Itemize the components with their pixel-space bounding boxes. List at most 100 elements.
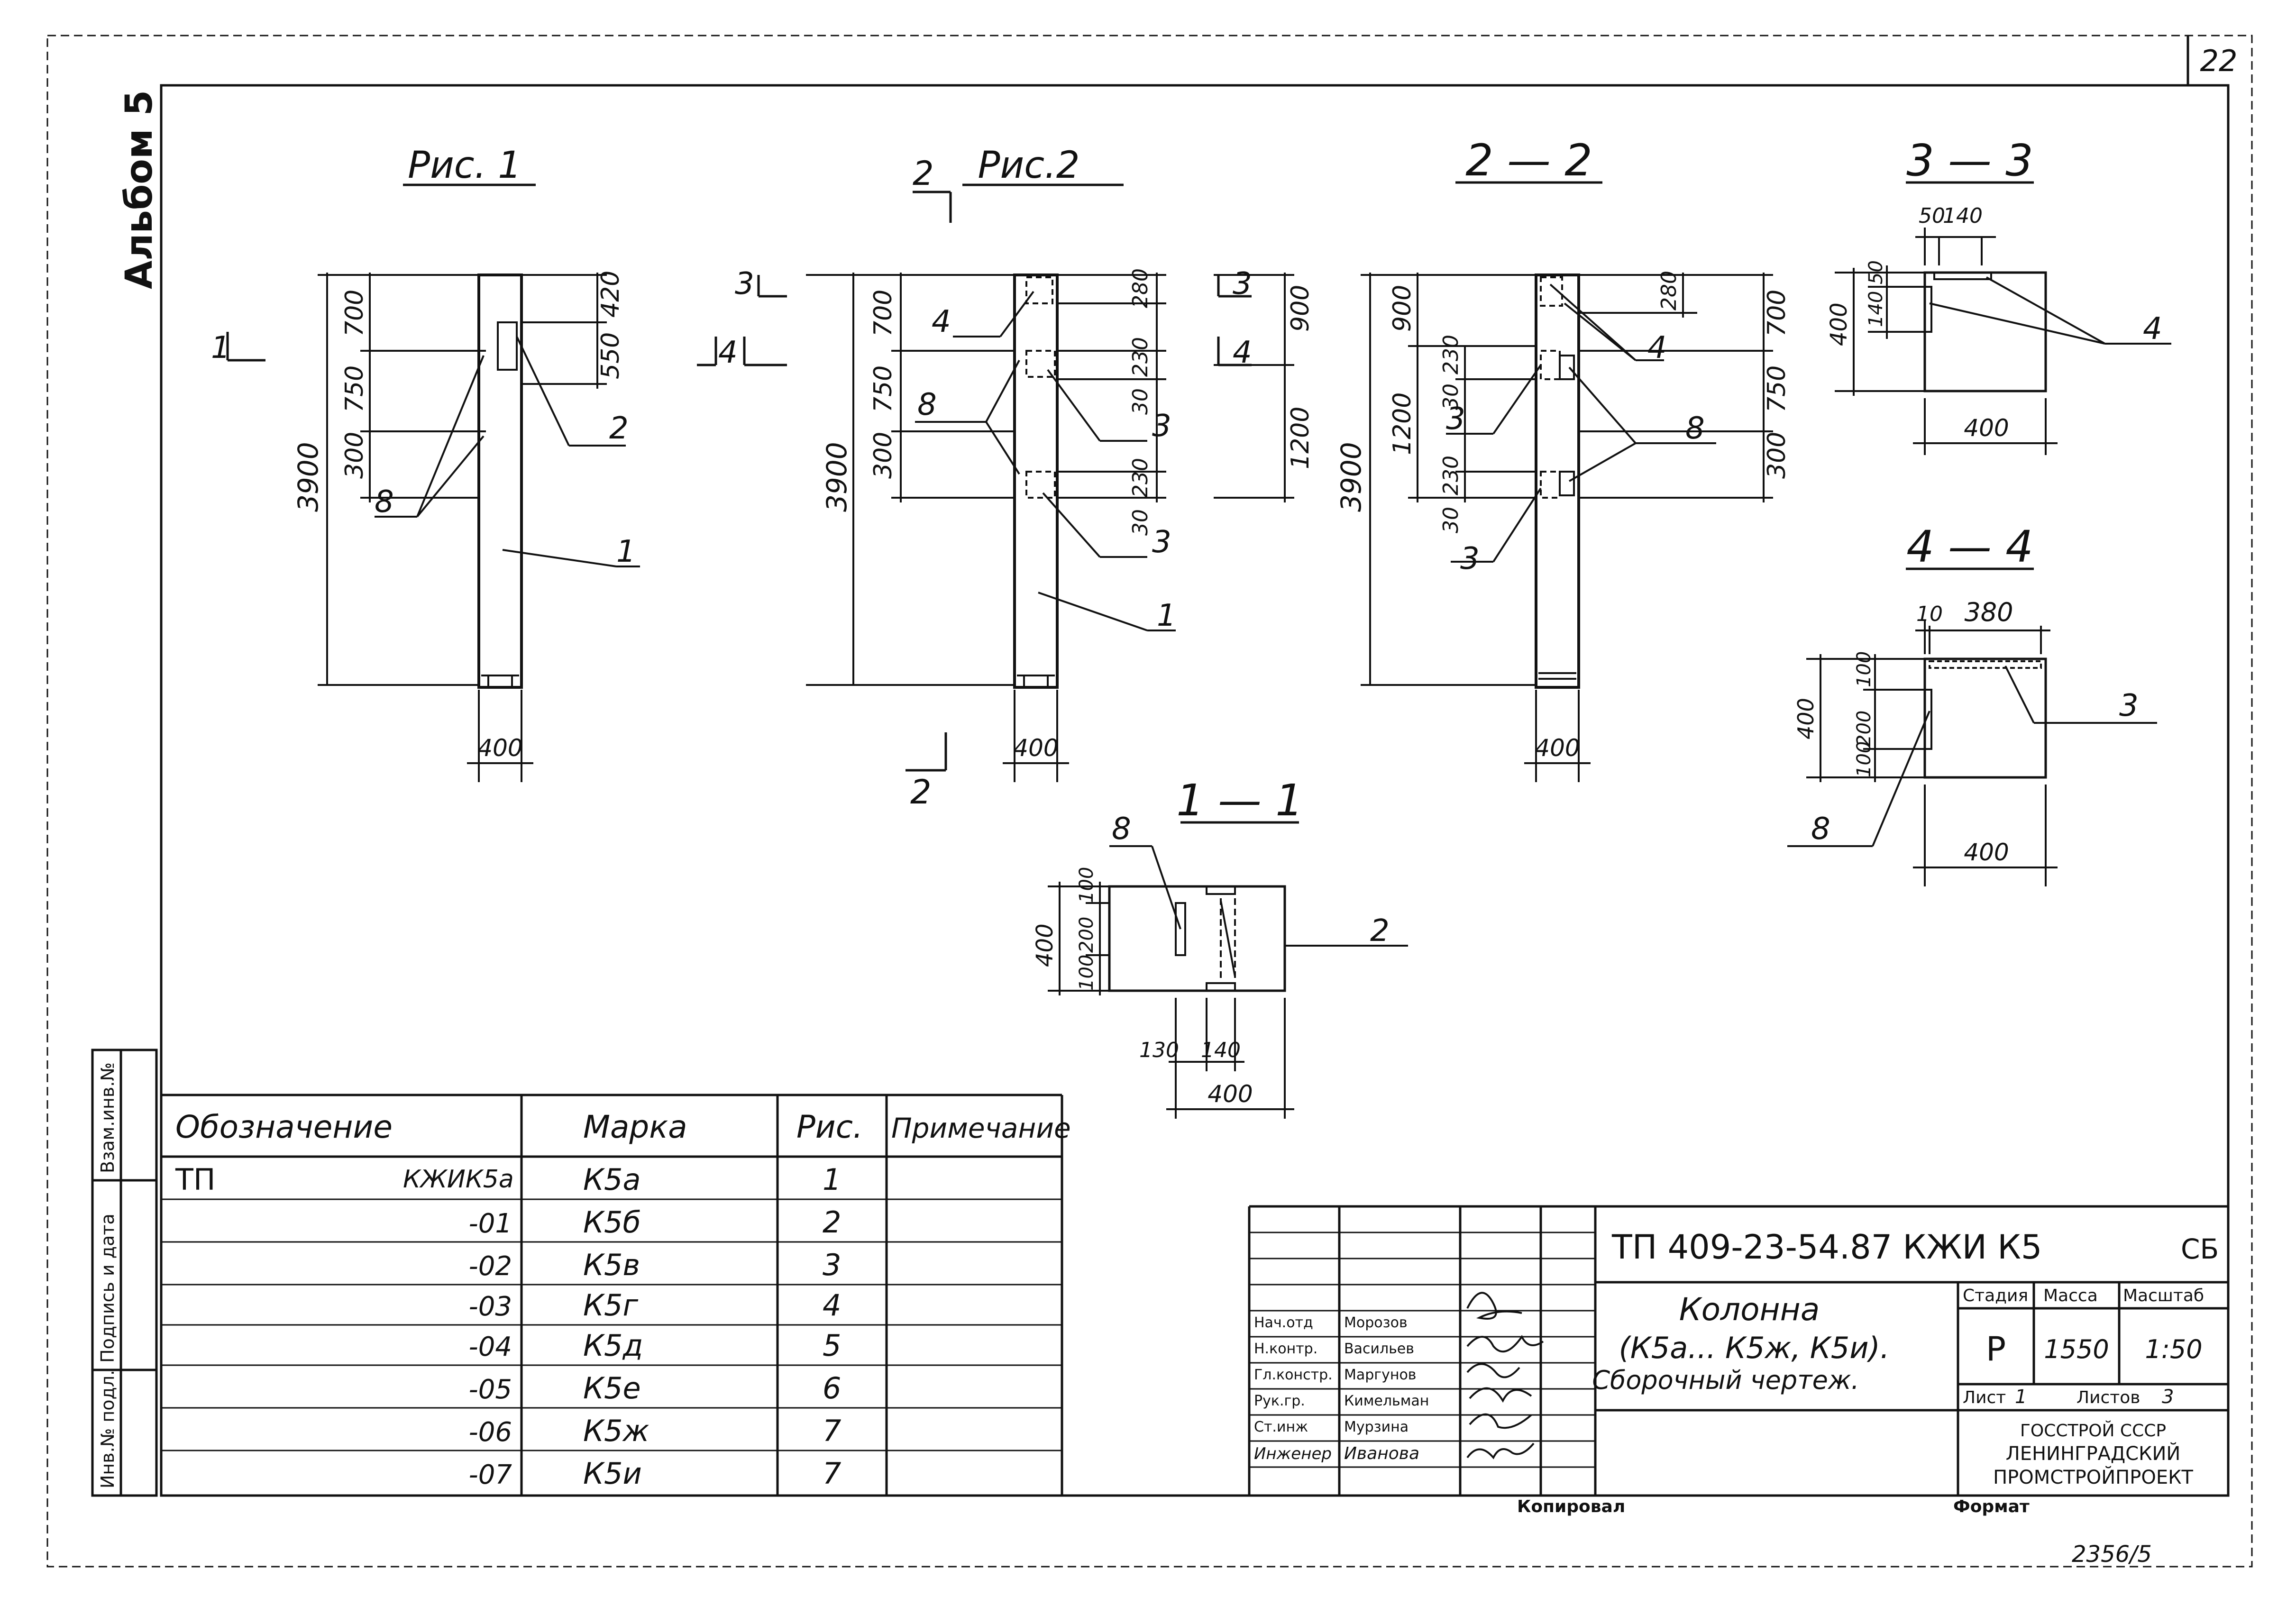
spec-row-7-fig: 7 [823,1456,841,1491]
fig1-column-outline [477,274,523,689]
side-stamp: Инв.№ подл. Подпись и дата Взам.инв.№ [91,1049,158,1497]
tb-staff-2-role: Гл.констр. [1254,1367,1333,1383]
s44-dim-left-2: 200 [1853,711,1875,747]
spec-row-7-mark: К5и [583,1456,642,1491]
fig1-section-mark: 1 [211,330,230,365]
tb-sheet: 1 [2015,1386,2027,1408]
s11-dim-left-2: 200 [1076,917,1098,953]
s11-callout-2: 2 [1370,913,1390,949]
s33-dim-left-1: 140 [1865,291,1887,327]
sheet-frame [46,35,2253,1568]
spec-row-3-designation: -03 [469,1291,512,1322]
s22-dim-right-2: 300 [1763,432,1791,479]
tb-staff-1-role: Н.контр. [1254,1341,1317,1357]
tb-sheets-label: Листов [2076,1388,2140,1407]
fig2-section-mark-3-left: 3 [735,266,754,301]
fig2-dim-inner-3: 230 [1128,458,1153,498]
s22-dim-left-1: 1200 [1388,392,1417,455]
spec-row-1-fig: 2 [823,1205,841,1240]
page-number: 22 [2200,44,2238,78]
s44-dim-width: 400 [1964,839,2009,866]
tb-staff-5-role: Инженер [1254,1444,1332,1463]
s22-dim-left-0: 900 [1388,285,1417,332]
s22-title: 2 — 2 [1465,135,1592,186]
s44-dim-left-1: 100 [1853,651,1875,687]
s33-dim-top-1: 140 [1943,204,1983,228]
spec-row-1-mark: К5б [583,1205,641,1240]
spec-row-4-designation: -04 [469,1332,512,1362]
fig2-callout-1: 1 [1157,598,1176,633]
s22-dim-top: 280 [1657,271,1681,310]
spec-table: Обозначение Марка Рис. Примечание ТП КЖИ… [161,1094,1071,1496]
s44-dim-top-1: 380 [1964,597,2013,627]
section-2-2: 2 — 2 [1335,135,1791,782]
fig2-dim-width: 400 [1013,734,1058,762]
tb-scale: 1:50 [2145,1334,2202,1364]
signature-marks [1466,1292,1544,1460]
s33-dim-width: 400 [1964,414,2009,442]
fig2-section-mark-4-left: 4 [718,335,738,370]
tb-staff-4-name: Мурзина [1344,1419,1409,1435]
tb-staff-4-role: Ст.инж [1254,1419,1308,1435]
fig2-section-mark-4-right: 4 [1233,335,1252,370]
s22-dim-inner-1: 30 [1439,383,1463,410]
spec-row-4-fig: 5 [823,1328,841,1363]
figure-1: Рис. 1 [211,144,640,782]
tb-staff-5-name: Иванова [1344,1444,1419,1463]
tb-sheet-label: Лист [1963,1388,2006,1407]
fig1-title: Рис. 1 [408,144,521,187]
section-3-3: 3 — 3 50 140 50 140 400 400 [1826,135,2171,455]
s44-dim-left-0: 400 [1793,698,1819,739]
tb-name-line-2: Сборочный чертеж. [1592,1365,1859,1395]
spec-header-fig: Рис. [796,1109,863,1145]
spec-header-designation: Обозначение [175,1109,393,1145]
fig2-callout-3b: 3 [1152,525,1171,560]
s22-dim-inner-2: 230 [1439,456,1463,495]
fig2-cut-mark-top: 2 [913,154,934,193]
fig2-dim-inner-4: 30 [1128,509,1153,536]
s22-dim-right-0: 700 [1763,290,1791,337]
tb-code-suffix: СБ [2181,1233,2219,1265]
side-stamp-replace: Взам.инв.№ [97,1062,118,1173]
spec-header-mark: Марка [583,1109,687,1145]
spec-row-2-mark: К5в [583,1248,640,1282]
fig1-callout-2: 2 [609,411,629,446]
spec-row-5-fig: 6 [823,1371,841,1405]
fig1-dim-height: 3900 [292,442,324,512]
s44-dim-left-3: 100 [1853,741,1875,777]
s22-callout-3b: 3 [1460,541,1480,576]
tb-mass-label: Масса [2043,1286,2098,1305]
tb-org-line-1: ЛЕНИНГРАДСКИЙ [2006,1442,2181,1465]
fig2-callout-3a: 3 [1152,409,1171,444]
tb-scale-label: Масштаб [2123,1286,2204,1305]
fig2-dim-left-0: 700 [869,290,897,337]
fig2-dim-left-2: 300 [869,432,897,479]
s22-dim-right-1: 750 [1763,365,1791,412]
tb-staff-3-name: Кимельман [1344,1393,1429,1409]
spec-row-6-fig: 7 [823,1414,841,1448]
fig2-column-outline [1013,274,1059,689]
s11-outline [1108,885,1286,992]
fig1-dim-left-0: 700 [340,290,369,337]
fig1-callout-8: 8 [375,484,394,520]
spec-row-0-fig: 1 [823,1162,841,1197]
spec-row-5-designation: -05 [469,1374,512,1405]
tb-name-line-0: Колонна [1679,1291,1820,1328]
tb-staff-1-name: Васильев [1344,1341,1414,1357]
fig2-dim-right-0: 900 [1286,285,1315,332]
spec-row-0-designation: КЖИК5а [403,1165,514,1194]
tb-staff-0-name: Морозов [1344,1314,1408,1331]
s33-outline [1923,271,2047,392]
side-stamp-inv: Инв.№ подл. [97,1370,118,1488]
s33-dim-top-0: 50 [1919,204,1945,228]
spec-header-note: Примечание [891,1112,1071,1144]
tb-staff-0-role: Нач.отд [1254,1314,1313,1331]
s22-callout-3a: 3 [1446,401,1465,437]
spec-row-7-designation: -07 [469,1460,512,1490]
figure-2: Рис.2 2 [697,144,1315,812]
footer-order: 2356/5 [2072,1541,2152,1568]
fig1-dim-left-1: 750 [340,365,369,412]
footer-copied: Копировал [1517,1497,1625,1516]
spec-row-6-designation: -06 [469,1417,512,1448]
s44-callout-3: 3 [2119,688,2139,723]
